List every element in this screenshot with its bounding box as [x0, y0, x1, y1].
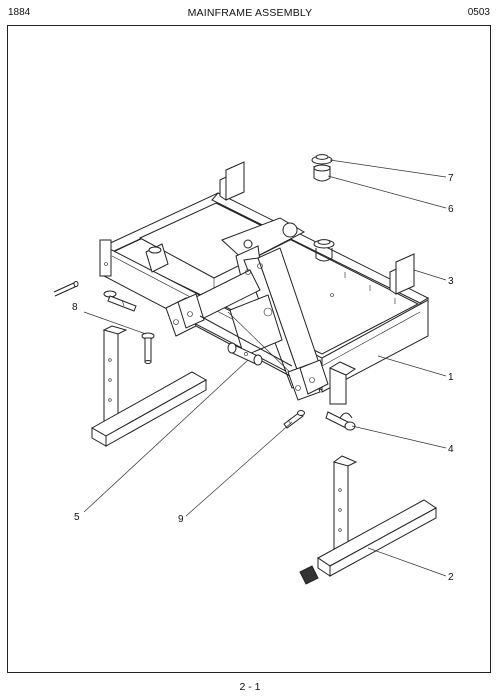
roll-pin — [53, 281, 79, 297]
revision-code: 0503 — [467, 7, 490, 18]
pivot-pin-part-8 — [141, 332, 155, 364]
hitch-pin-part-5 — [227, 342, 263, 366]
stand-part-2 — [299, 455, 437, 585]
bolt-part-9 — [283, 410, 305, 429]
stand-left — [90, 325, 208, 447]
lynch-pin-part-4 — [325, 411, 356, 431]
callout-9: 9 — [178, 514, 184, 525]
leader-lines — [83, 159, 447, 577]
mounting-plate-rear — [219, 161, 245, 201]
callout-8: 8 — [72, 302, 78, 313]
callout-4: 4 — [448, 444, 454, 455]
mounting-plate-side — [389, 253, 415, 295]
frame-rear-bracket — [145, 243, 169, 273]
callout-1: 1 — [448, 372, 454, 383]
page-number: 2 - 1 — [239, 681, 261, 693]
callout-5: 5 — [74, 512, 80, 523]
socket-sleeve — [311, 154, 333, 182]
lower-hitch-plates — [165, 293, 329, 401]
callout-3: 3 — [448, 276, 454, 287]
callout-6: 6 — [448, 204, 454, 215]
clevis-pin — [103, 290, 137, 312]
callout-7: 7 — [448, 173, 454, 184]
drawing-border — [7, 25, 491, 673]
frame-socket — [313, 239, 335, 262]
callout-2: 2 — [448, 572, 454, 583]
a-frame-mast — [189, 217, 323, 389]
page-title: MAINFRAME ASSEMBLY — [187, 7, 313, 19]
drawing-number: 1884 — [8, 7, 31, 18]
